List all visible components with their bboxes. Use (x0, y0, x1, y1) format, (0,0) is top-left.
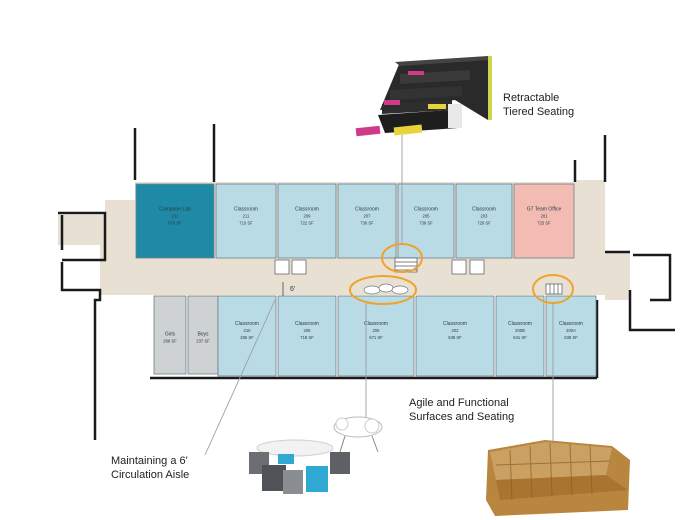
bottom-room-number-label: 202 (452, 328, 460, 333)
bottom-room-name-label: Classroom (235, 321, 259, 327)
top-room-number-label: 203 (481, 213, 489, 218)
top-room-name-label: Classroom (414, 206, 438, 212)
top-room-area-label: 722 SF (300, 220, 314, 225)
bottom-room-area-label: 638 SF (564, 335, 578, 340)
bottom-room-area-label: 718 SF (300, 335, 314, 340)
top-room-211 (215, 183, 277, 259)
surfaces-highlight (349, 275, 417, 305)
top-room-name-label: Classroom (234, 206, 258, 212)
top-room-number-label: 211 (243, 213, 250, 218)
bottom-room-area-label: 671 SF (369, 335, 383, 340)
top-room-207 (337, 183, 397, 259)
top-room-area-label: 725 SF (537, 220, 551, 225)
top-room-211 (135, 183, 215, 259)
top-room-205 (397, 183, 455, 259)
bottom-room-name-label: Boys (197, 331, 209, 337)
bottom-room-200A (545, 295, 597, 377)
top-room-area-label: 736 SF (419, 220, 433, 225)
bottom-room-name-label: Girls (165, 331, 176, 337)
bottom-room-number-label: 200B (515, 328, 525, 333)
bottom-room-area-label: 237 SF (196, 338, 210, 343)
top-room-number-label: 211 (172, 213, 179, 218)
top-room-209 (277, 183, 337, 259)
bottom-room-number-label: 206 (373, 328, 381, 333)
top-room-area-label: 729 SF (477, 220, 491, 225)
callout-retractable-seating: Retractable Tiered Seating (503, 92, 575, 118)
top-room-number-label: 209 (304, 213, 312, 218)
bottom-room-girls (153, 295, 187, 375)
bottom-room-number-label: 200A (566, 328, 576, 333)
callout-circulation-aisle: Maintaining a 6' Circulation Aisle (111, 455, 190, 481)
bottom-room-206 (337, 295, 415, 377)
top-room-name-label: Classroom (472, 206, 496, 212)
top-room-name-label: Classroom (355, 206, 379, 212)
callout-agile-surfaces: Agile and Functional Surfaces and Seatin… (409, 397, 515, 423)
agile-furniture-image (249, 416, 383, 494)
bottom-room-number-label: 208 (304, 328, 312, 333)
bottom-room-area-label: 641 SF (513, 335, 527, 340)
bottom-room-name-label: Classroom (295, 321, 319, 327)
bottom-room-202 (415, 295, 495, 377)
top-room-area-label: 870 SF (168, 220, 182, 225)
top-room-name-label: G7 Team Office (527, 206, 562, 212)
corridor-furniture-icons (363, 283, 409, 295)
sofa-image (486, 440, 630, 516)
top-room-name-label: Classroom (295, 206, 319, 212)
bottom-room-area-label: 295 SF (240, 335, 254, 340)
building-walls (58, 124, 675, 440)
bottom-room-name-label: Classroom (443, 321, 467, 327)
stair-icons (274, 257, 563, 295)
top-room-number-label: 201 (541, 213, 549, 218)
bottom-room-area-label: 638 SF (448, 335, 462, 340)
tiered-seating-image (355, 56, 492, 137)
bottom-room-208 (277, 295, 337, 377)
top-room-name-label: Computer Lab (159, 206, 191, 212)
bottom-room-name-label: Classroom (364, 321, 388, 327)
bottom-room-name-label: Classroom (508, 321, 532, 327)
top-room-area-label: 736 SF (360, 220, 374, 225)
aisle-dimension: 6' (282, 282, 295, 296)
top-room-number-label: 207 (364, 213, 372, 218)
aisle-dimension-label: 6' (290, 286, 295, 293)
bottom-room-number-label: 210 (244, 328, 252, 333)
bottom-room-200B (495, 295, 545, 377)
callout-leaders (204, 135, 554, 456)
top-room-203 (455, 183, 513, 259)
bottom-room-boys (187, 295, 219, 375)
bottom-room-name-label: Classroom (559, 321, 583, 327)
top-room-area-label: 710 SF (239, 220, 253, 225)
bottom-room-area-label: 266 SF (163, 338, 177, 343)
top-room-201 (513, 183, 575, 259)
top-room-number-label: 205 (423, 213, 431, 218)
